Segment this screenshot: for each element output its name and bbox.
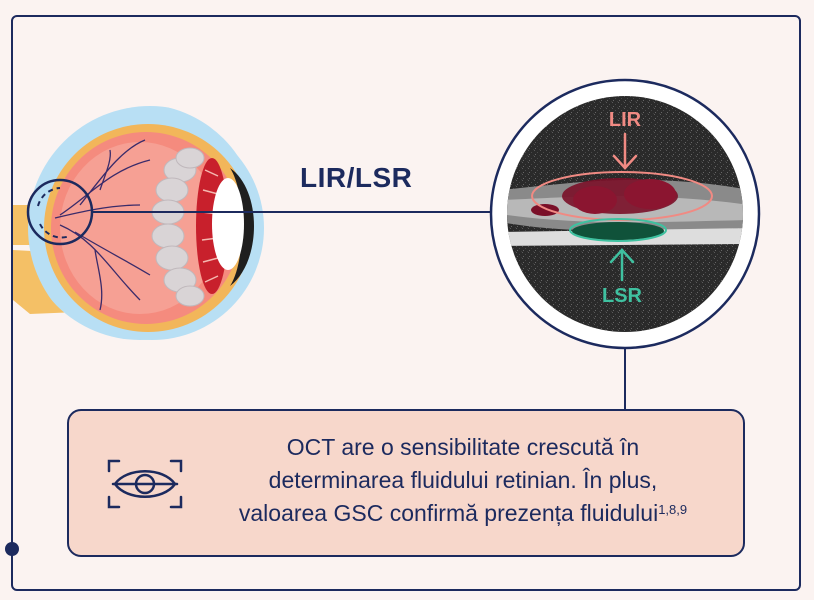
lsr-label: LSR (602, 285, 643, 307)
eye-illustration (13, 106, 264, 340)
info-text: OCT are o sensibilitate crescută în dete… (193, 431, 733, 530)
lir-label: LIR (609, 109, 642, 131)
info-line-3-text: valoarea GSC confirmă prezența fluidului (238, 500, 659, 526)
diagram-frame (11, 15, 801, 591)
info-line-1: OCT are o sensibilitate crescută în (286, 434, 640, 460)
eye-scan-icon (107, 459, 183, 509)
info-line-3: valoarea GSC confirmă prezența fluidului… (193, 497, 733, 530)
info-box: OCT are o sensibilitate crescută în dete… (67, 409, 745, 557)
timeline-dot (5, 542, 19, 556)
oct-scan-image: LIR LSR (489, 78, 761, 350)
info-line-2: determinarea fluidului retinian. În plus… (268, 467, 658, 493)
page-title: LIR/LSR (300, 162, 413, 193)
references: 1,8,9 (658, 502, 688, 517)
